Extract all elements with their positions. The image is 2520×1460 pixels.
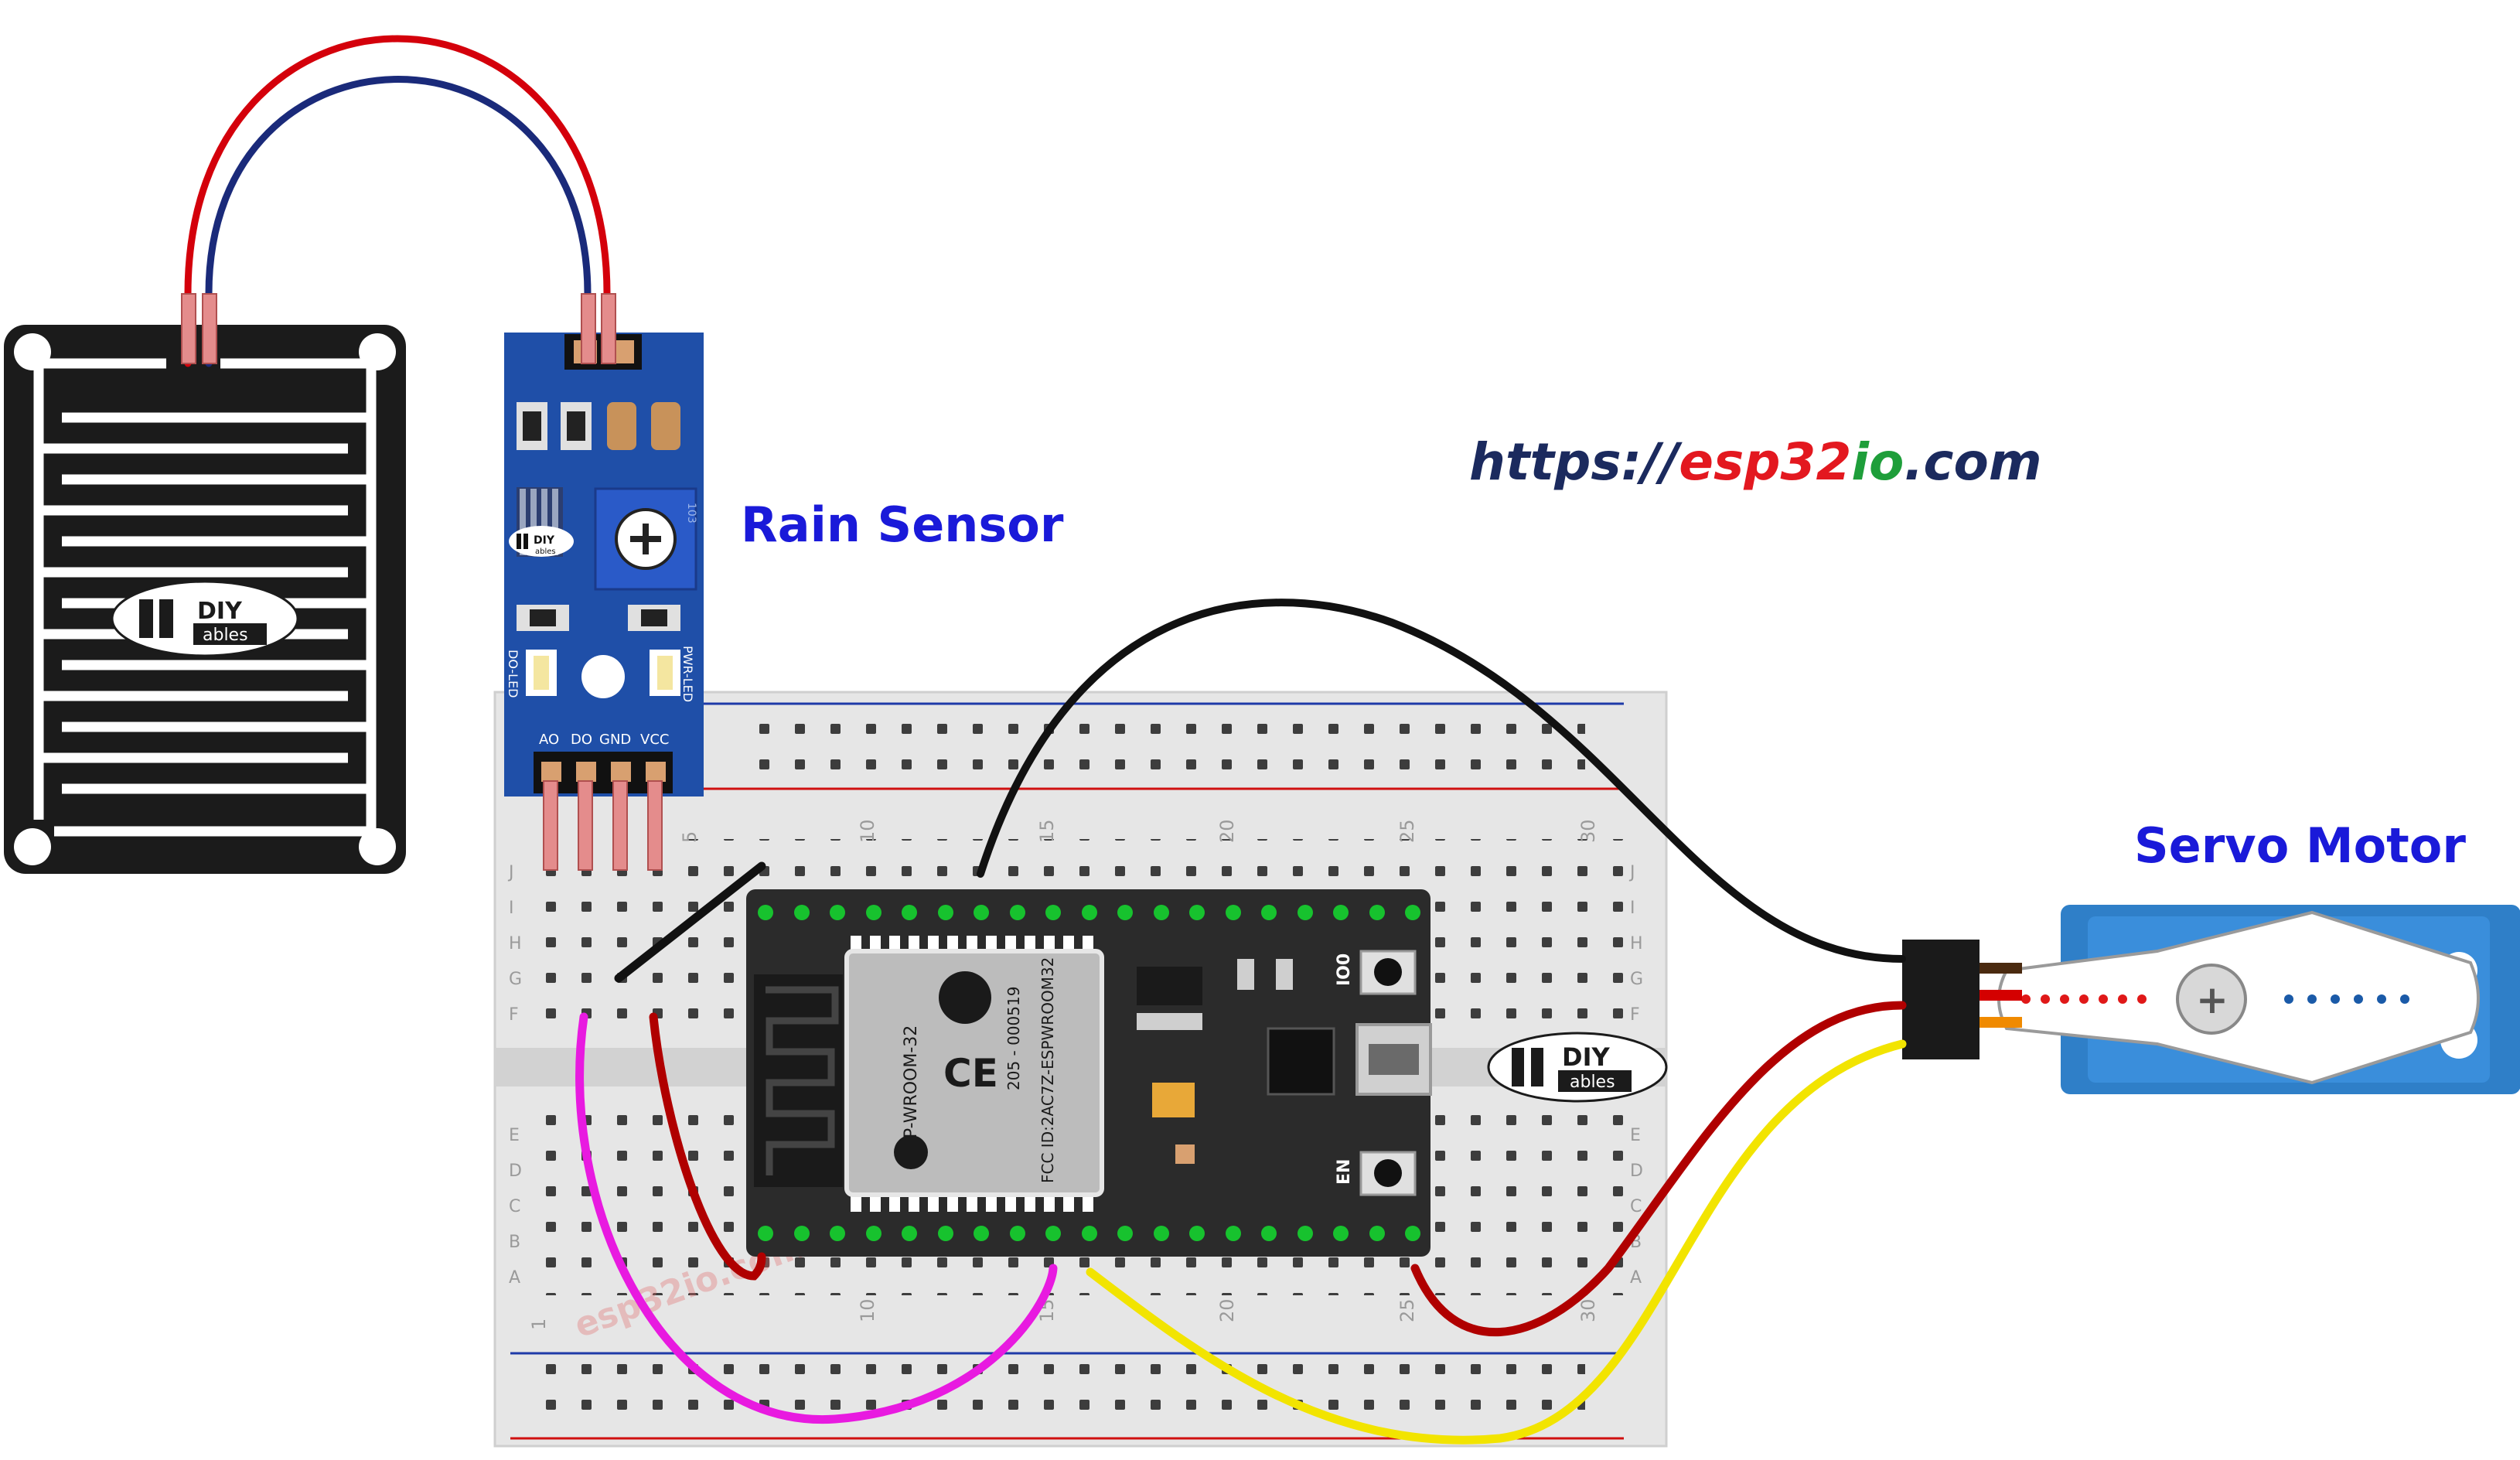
pin-label-ao: AO — [539, 732, 559, 748]
espressif-logo-icon — [939, 971, 991, 1024]
bb-col-1: 1 — [528, 1318, 550, 1330]
bb-col-25: 25 — [1396, 819, 1418, 843]
wire-red-plate — [184, 35, 611, 367]
bb-col-25-bottom: 25 — [1396, 1298, 1418, 1322]
url-esp: esp — [1679, 432, 1780, 492]
logo-ables-plate: ables — [203, 626, 248, 645]
bb-row-d-right: D — [1630, 1162, 1643, 1181]
bb-col-20-bottom: 20 — [1216, 1298, 1238, 1322]
bb-row-i-right: I — [1630, 899, 1635, 918]
pwr-led-label: PWR-LED — [680, 646, 695, 702]
servo-screw-icon: + — [2196, 977, 2228, 1022]
pot-code: 103 — [685, 503, 697, 524]
servo-motor: + — [1902, 905, 2520, 1094]
servo-motor-label: Servo Motor — [2134, 817, 2466, 874]
bb-col-20: 20 — [1216, 819, 1238, 843]
wire-yellow-signal — [1086, 1039, 1907, 1445]
bb-col-5: 5 — [679, 831, 701, 843]
bb-col-30-bottom: 30 — [1577, 1298, 1599, 1322]
io0-button[interactable] — [1359, 950, 1417, 995]
wire-darkred-power — [1410, 1001, 1907, 1336]
bb-row-g: G — [509, 970, 522, 989]
pin-label-gnd: GND — [599, 732, 631, 748]
rain-sensor-label: Rain Sensor — [741, 496, 1064, 553]
bb-row-h: H — [509, 934, 522, 953]
logo-diy-plate: DIY — [197, 598, 243, 625]
bb-row-c: C — [509, 1197, 520, 1216]
logo-diy-board: DIY — [1562, 1042, 1610, 1072]
diyables-logo-board: DIY ables — [1487, 1032, 1668, 1103]
bb-col-10-bottom: 10 — [857, 1298, 878, 1322]
io0-button-label: IO0 — [1335, 953, 1354, 986]
bb-row-g-right: G — [1630, 970, 1643, 989]
esp32-board: ESP-WROOM-32 205 - 000519 FCC ID:2AC7Z-E… — [746, 889, 1432, 1257]
bb-row-j: J — [507, 863, 514, 882]
wifi-logo-icon — [894, 1135, 928, 1169]
ce-mark-icon: CE — [943, 1051, 998, 1096]
logo-diy-module: DIY — [534, 534, 555, 547]
url-prefix: https:// — [1469, 432, 1683, 492]
do-led-label: DO-LED — [506, 650, 520, 698]
url-suffix: .com — [1904, 432, 2041, 492]
en-button-label: EN — [1335, 1159, 1354, 1185]
bb-row-j-right: J — [1628, 863, 1635, 882]
diyables-logo-module: DIY ables — [509, 526, 574, 557]
bb-col-15: 15 — [1036, 819, 1058, 843]
logo-ables-board: ables — [1570, 1073, 1615, 1092]
esp32-fcc-id: FCC ID:2AC7Z-ESPWROOM32 — [1038, 957, 1057, 1183]
wire-black-servo — [977, 599, 1906, 963]
wire-red-vcc — [649, 1012, 766, 1281]
wires — [181, 35, 1907, 1445]
bb-row-c-right: C — [1630, 1197, 1642, 1216]
wire-navy-plate — [205, 76, 592, 367]
bb-row-a-right: A — [1630, 1268, 1642, 1288]
bb-col-30: 30 — [1577, 819, 1599, 843]
bb-row-a: A — [509, 1268, 520, 1288]
bb-row-h-right: H — [1630, 934, 1643, 953]
pin-label-vcc: VCC — [640, 732, 669, 748]
site-url: https://esp32io.com — [1469, 432, 2042, 492]
module-header-pins — [543, 780, 663, 871]
bb-row-f-right: F — [1630, 1005, 1640, 1025]
bb-row-e-right: E — [1630, 1126, 1641, 1145]
esp32-cert-code: 205 - 000519 — [1004, 987, 1023, 1090]
url-io: io — [1851, 432, 1904, 492]
bb-row-e: E — [509, 1126, 520, 1145]
url-32: 32 — [1781, 432, 1852, 492]
wire-magenta-ao — [575, 1012, 1058, 1424]
bb-row-i: I — [509, 899, 514, 918]
pin-label-do: DO — [571, 732, 592, 748]
en-button[interactable] — [1359, 1151, 1417, 1196]
bb-row-f: F — [509, 1005, 519, 1025]
rain-sensor-module: DIY ables 103 DO-LED PWR-LED AO DO GND V… — [504, 333, 704, 797]
rain-sensor-plate: DIY ables — [4, 325, 406, 874]
bb-row-b: B — [509, 1233, 520, 1252]
diyables-logo-plate: DIY ables — [111, 580, 299, 657]
bb-col-10: 10 — [857, 819, 878, 843]
bb-row-d: D — [509, 1162, 522, 1181]
logo-ables-module: ables — [535, 548, 556, 556]
wire-black-gnd — [614, 861, 766, 983]
